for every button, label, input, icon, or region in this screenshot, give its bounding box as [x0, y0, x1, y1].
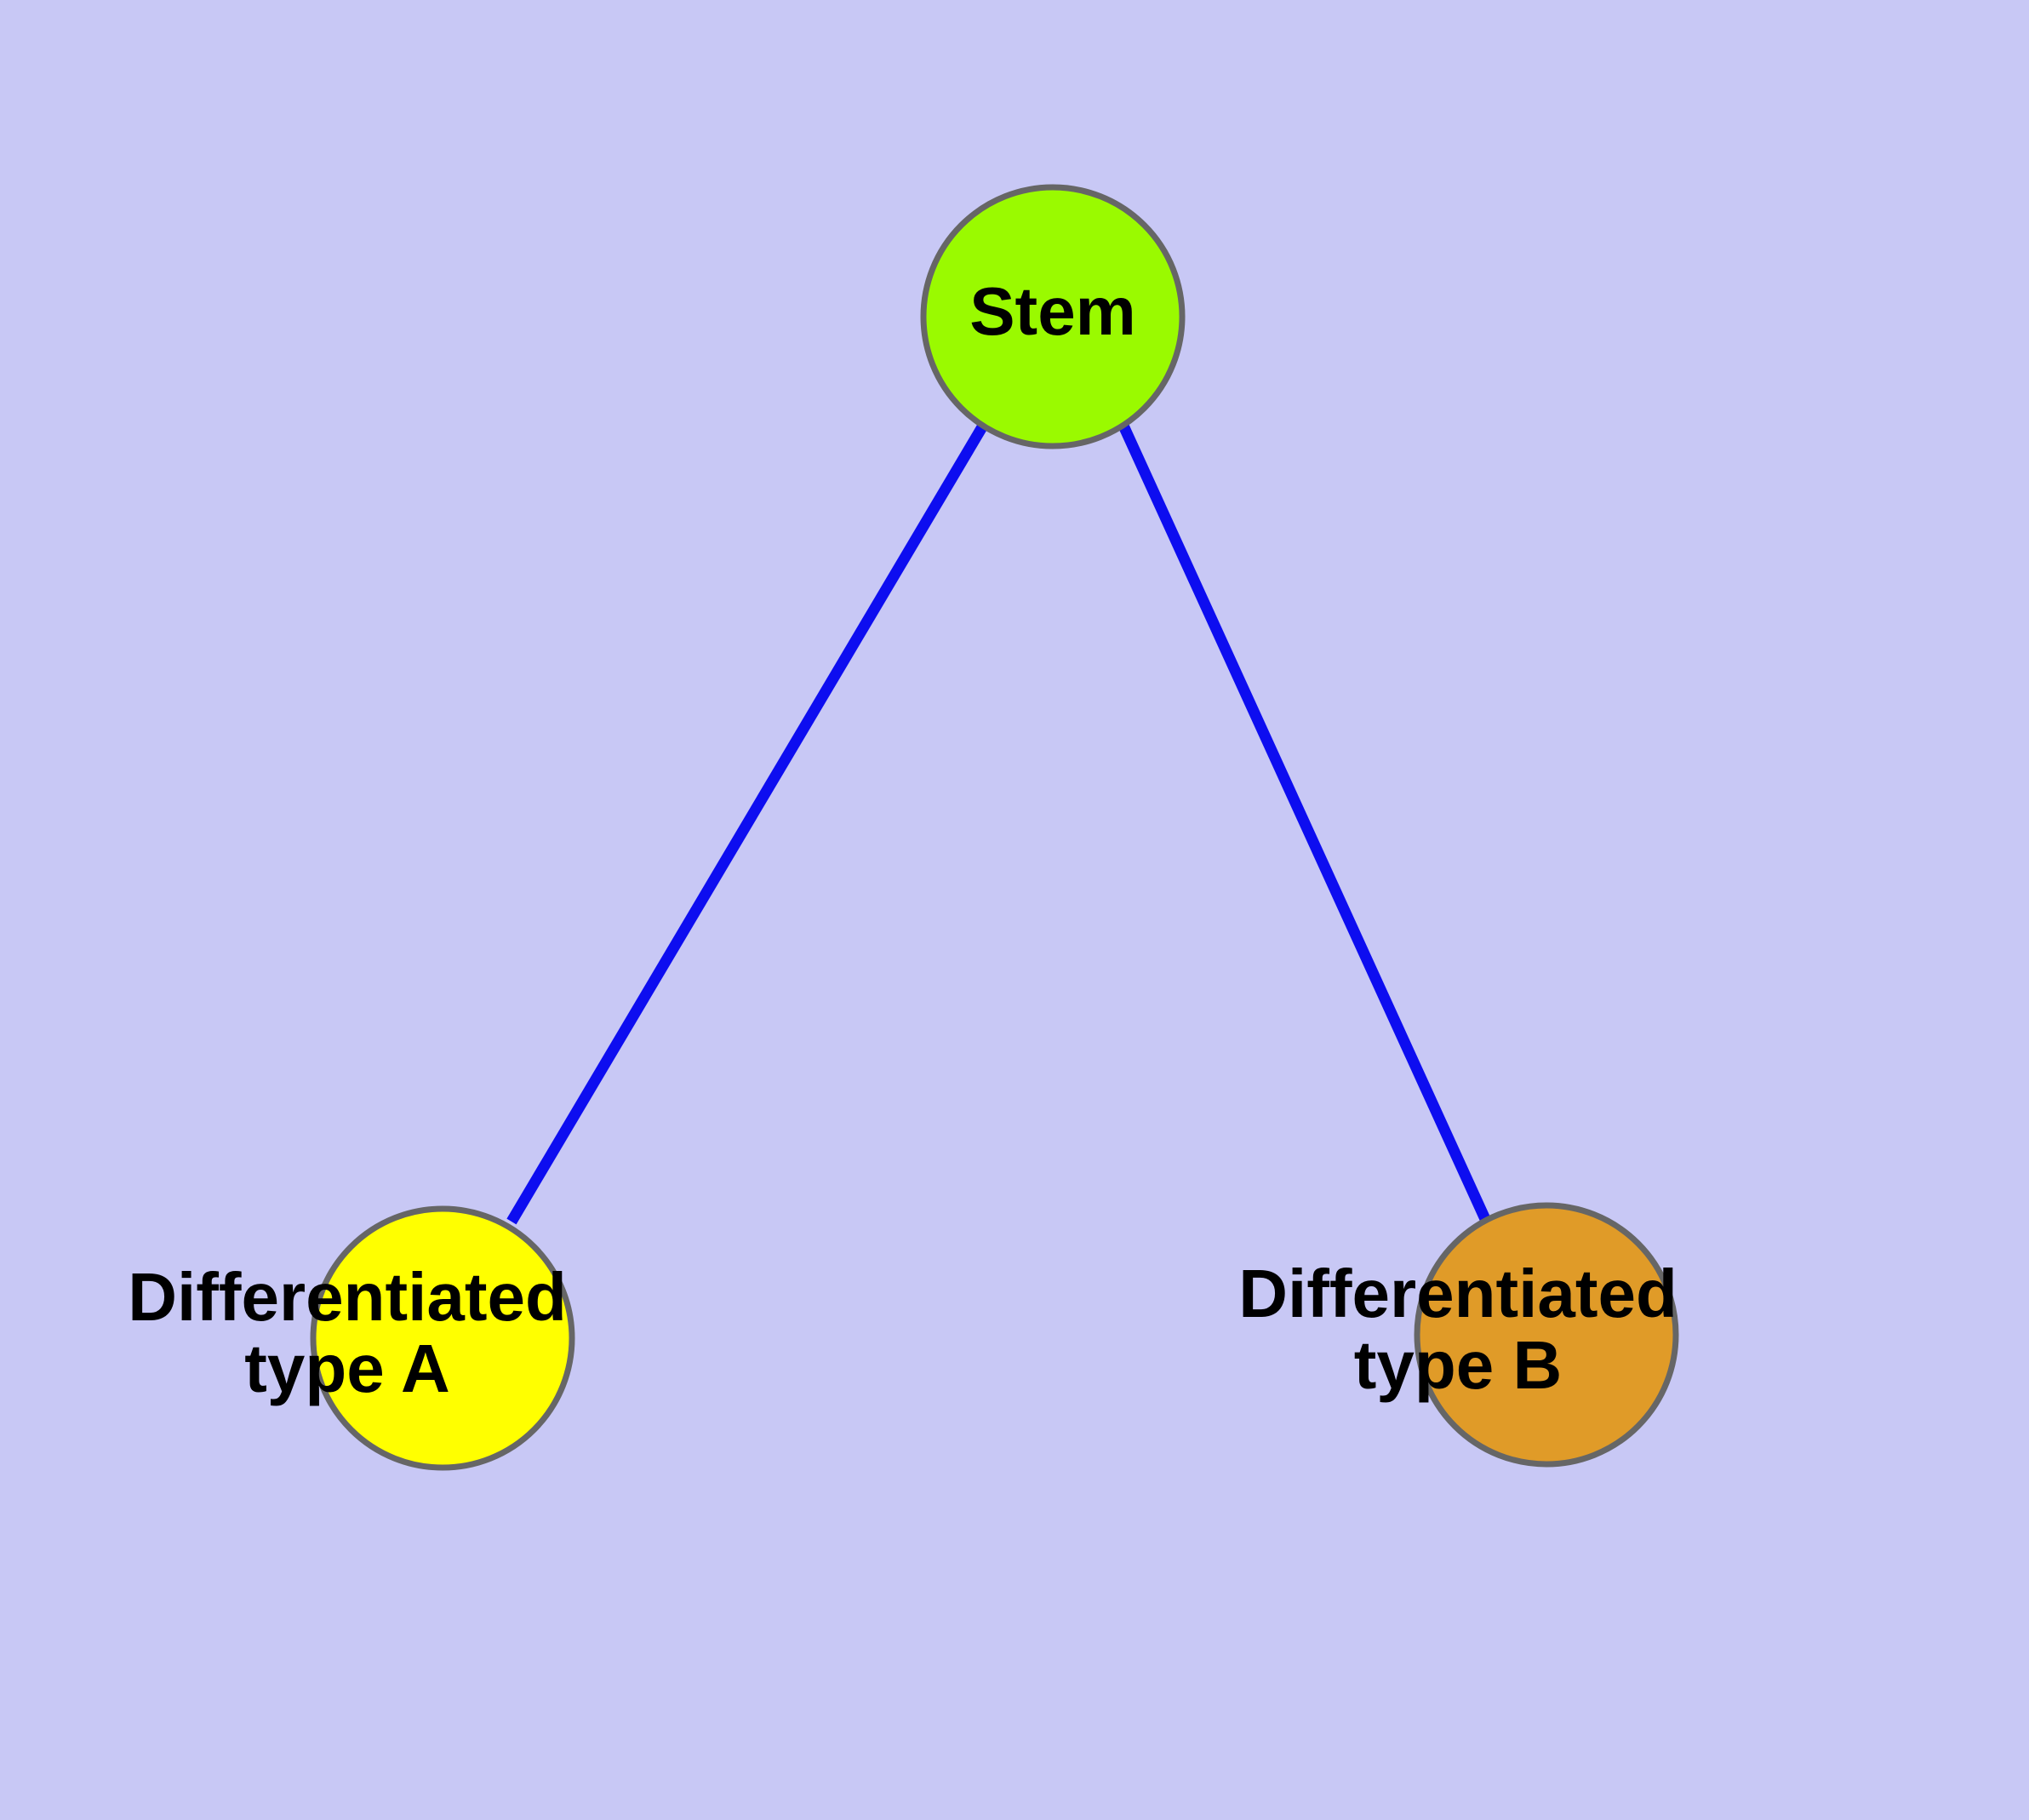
- edge-stem-to-diff-a[interactable]: [506, 422, 988, 1225]
- node-circle-stem[interactable]: [920, 184, 1186, 449]
- node-circle-diff_a[interactable]: [310, 1205, 575, 1471]
- node-label-line: Differentiated: [1238, 1256, 1677, 1331]
- edge-stem-to-diff-b[interactable]: [1118, 423, 1490, 1222]
- node-label-line: Stem: [969, 273, 1136, 349]
- node-label-line: type B: [1354, 1327, 1563, 1403]
- node-circle-diff_b[interactable]: [1414, 1202, 1679, 1468]
- node-label-stem: Stem: [969, 273, 1136, 349]
- node-label-line: Differentiated: [128, 1259, 567, 1335]
- node-label-line: type A: [244, 1331, 450, 1406]
- nodes-layer: [310, 184, 1679, 1471]
- edges-layer: [506, 422, 1490, 1225]
